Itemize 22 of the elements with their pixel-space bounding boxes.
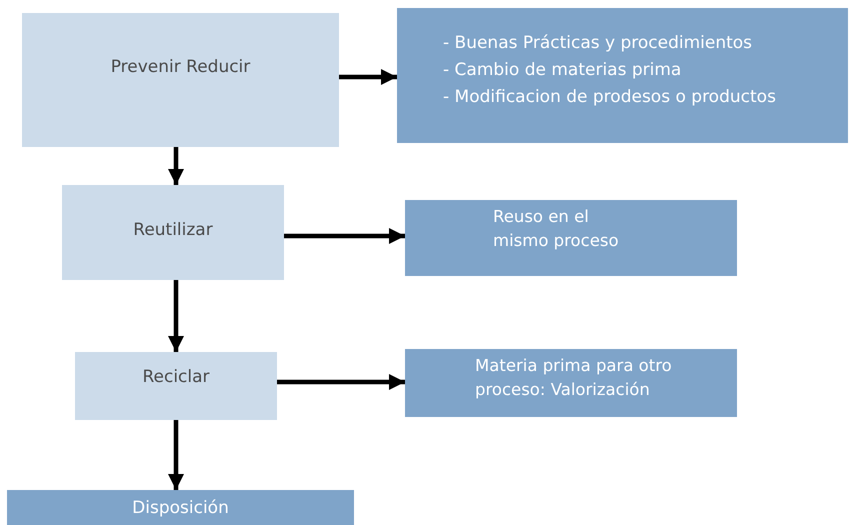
box-text: Disposición <box>132 497 229 520</box>
box-text: - Modificacion de prodesos o productos <box>443 86 776 110</box>
process-box <box>62 185 284 280</box>
arrow <box>277 374 405 390</box>
box-text: - Buenas Prácticas y procedimientos <box>443 32 752 55</box>
box-text: Prevenir Reducir <box>110 56 250 79</box>
arrow <box>168 420 184 490</box>
process-box <box>75 352 277 420</box>
arrow <box>168 280 184 352</box>
result-box <box>405 200 737 276</box>
result-box <box>405 349 737 417</box>
result-box <box>397 8 848 143</box>
arrow <box>284 228 405 244</box>
box-text: - Cambio de materias prima <box>443 59 682 82</box>
arrow <box>168 147 184 185</box>
process-box <box>22 13 339 147</box>
box-text: Materia prima para otro proceso: Valorización <box>475 355 673 401</box>
box-text: Reutilizar <box>133 219 213 242</box>
result-box <box>7 490 354 525</box>
box-text: Reuso en el mismo proceso <box>493 206 620 252</box>
arrow <box>339 68 397 86</box>
box-text: Reciclar <box>142 366 210 389</box>
